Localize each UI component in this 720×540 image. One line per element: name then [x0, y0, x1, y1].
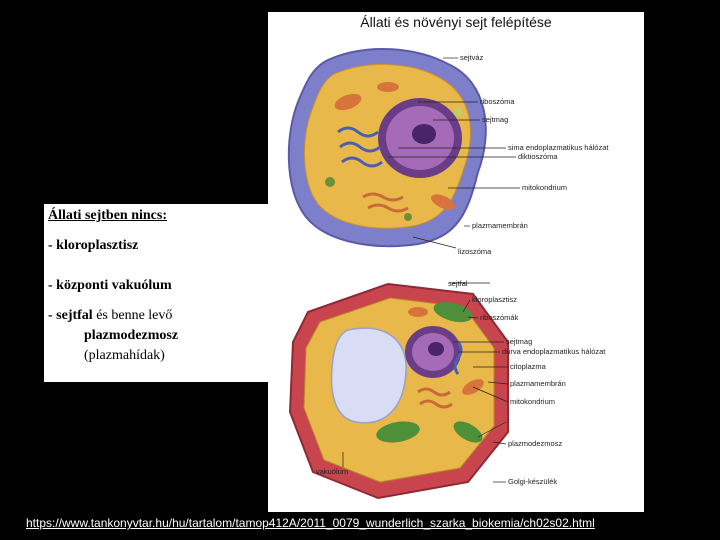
item-kloroplasztisz: - kloroplasztisz: [48, 238, 139, 253]
figure-title: Állati és növényi sejt felépítése: [360, 14, 552, 30]
item-sejtfal-rest: és benne levő: [92, 308, 173, 323]
label-plant-sejtmag: sejtmag: [506, 337, 532, 346]
label-kloroplasztisz: kloroplasztisz: [472, 295, 517, 304]
animal-cell: [287, 47, 487, 248]
label-plazmodezmosz: plazmodezmosz: [508, 439, 562, 448]
label-vakuolum: vakuólum: [316, 467, 348, 476]
label-lizoszoma: lizoszóma: [458, 247, 492, 256]
animal-labels: sejtváz riboszóma sejtmag sima endoplazm…: [458, 53, 609, 256]
cell-diagram: sejtváz riboszóma sejtmag sima endoplazm…: [287, 47, 609, 500]
plant-cell: [288, 282, 509, 500]
label-sima-er: sima endoplazmatikus hálózat: [508, 143, 609, 152]
label-sejtmag: sejtmag: [482, 115, 508, 124]
label-mitokondrium: mitokondrium: [522, 183, 567, 192]
item-sejtfal: - sejtfal és benne levő: [48, 308, 172, 324]
label-sejtfal: sejtfal: [448, 279, 468, 288]
label-leaders: [342, 57, 520, 483]
label-plant-mitokondrium: mitokondrium: [510, 397, 555, 406]
source-link[interactable]: https://www.tankonyvtar.hu/hu/tartalom/t…: [26, 516, 595, 530]
item-plazmahidak: (plazmahídak): [84, 348, 165, 363]
label-plazmamembran: plazmamembrán: [472, 221, 528, 230]
plant-labels: sejtfal kloroplasztisz riboszómák sejtma…: [316, 279, 606, 486]
item-plazmodezmosz: plazmodezmosz: [84, 328, 179, 343]
label-riboszoma: riboszóma: [480, 97, 515, 106]
label-golgi: Golgi-készülék: [508, 477, 557, 486]
label-durva-er: durva endoplazmatikus hálózat: [502, 347, 606, 356]
label-citoplazma: citoplazma: [510, 362, 547, 371]
label-riboszomak: riboszómák: [480, 313, 519, 322]
textbox-heading: Állati sejtben nincs:: [48, 208, 167, 223]
item-sejtfal-bold: - sejtfal: [48, 308, 93, 323]
item-kozponti-vakuolum: - központi vakuólum: [48, 278, 172, 293]
cell-diagram-figure: sejtváz riboszóma sejtmag sima endoplazm…: [268, 12, 644, 512]
comparison-textbox: Állati sejtben nincs: - kloroplasztisz -…: [44, 204, 284, 382]
label-plant-plazmamembran: plazmamembrán: [510, 379, 566, 388]
label-sejtvaz: sejtváz: [460, 53, 484, 62]
label-diktioszoma: diktioszóma: [518, 152, 558, 161]
